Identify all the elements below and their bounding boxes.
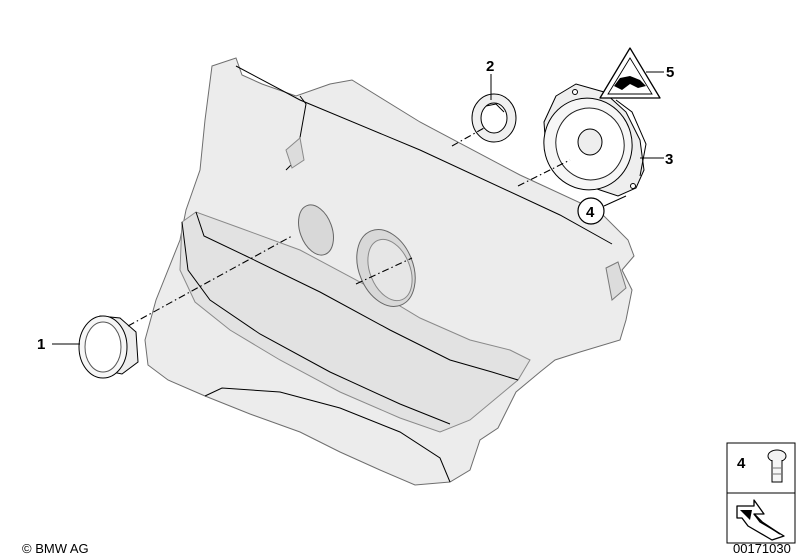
arrow-icon [736, 499, 785, 541]
callout-4-circle [577, 197, 605, 225]
callout-5: 5 [666, 64, 674, 81]
legend-box: 4 [726, 442, 796, 544]
leader-lines [52, 71, 664, 345]
part-3-speaker [543, 83, 647, 197]
copyright-text: © BMW AG [22, 541, 89, 556]
callout-labels: 1 2 3 4 5 [37, 58, 674, 353]
callout-3: 3 [665, 151, 673, 168]
part-5-warning-triangle-icon [599, 47, 661, 99]
assembly-center-lines [127, 127, 571, 327]
diagram-number: 00171030 [733, 541, 791, 556]
part-2-ring [471, 93, 517, 143]
part-1-tweeter-cover [78, 315, 139, 379]
bolt-icon [767, 449, 787, 483]
door-trim-panel [144, 57, 635, 486]
legend-item-number: 4 [737, 455, 746, 472]
callout-4: 4 [586, 204, 595, 221]
callout-2: 2 [486, 58, 494, 75]
callout-1: 1 [37, 336, 45, 353]
